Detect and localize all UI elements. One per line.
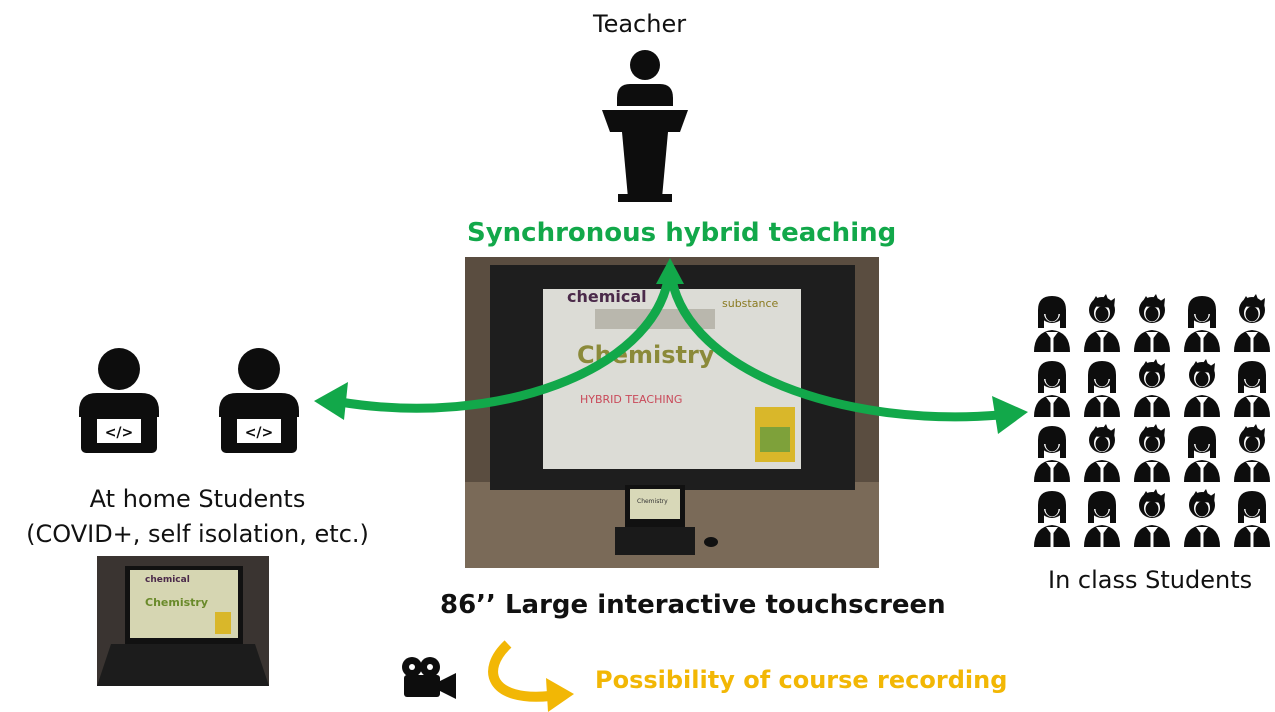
student-icon bbox=[1234, 491, 1270, 547]
student-icon bbox=[1084, 361, 1120, 417]
student-icon bbox=[1184, 426, 1220, 482]
svg-text:</>: </> bbox=[105, 425, 134, 441]
touchscreen-label: 86’’ Large interactive touchscreen bbox=[440, 590, 946, 620]
laptop-screen-chemical: chemical bbox=[145, 575, 190, 585]
student-icon bbox=[1234, 294, 1270, 352]
student-icon bbox=[1084, 491, 1120, 547]
touchscreen-photo: chemical substance Chemistry HYBRID TEAC… bbox=[465, 257, 879, 568]
svg-text:</>: </> bbox=[245, 425, 274, 441]
student-icon bbox=[1034, 361, 1070, 417]
student-icon bbox=[1234, 424, 1270, 482]
in-class-students-label: In class Students bbox=[1048, 566, 1253, 594]
movie-camera-icon bbox=[402, 657, 456, 699]
student-icon bbox=[1234, 361, 1270, 417]
student-icon bbox=[1084, 294, 1120, 352]
home-students-line1: At home Students bbox=[89, 485, 306, 513]
student-icon bbox=[1134, 489, 1170, 547]
student-icon bbox=[1084, 424, 1120, 482]
home-students-line2: (COVID+, self isolation, etc.) bbox=[26, 520, 369, 548]
arrow-origin bbox=[656, 258, 684, 284]
student-icon bbox=[1184, 359, 1220, 417]
recording-arrow-curve bbox=[488, 640, 551, 702]
student-laptop-icon: </> bbox=[219, 348, 299, 453]
hybrid-arrows bbox=[314, 258, 1028, 434]
laptop-screen-chemistry: Chemistry bbox=[145, 596, 208, 609]
recording-arrow bbox=[488, 640, 574, 712]
screen-word-chemical: chemical bbox=[567, 287, 647, 306]
in-class-students-grid bbox=[1034, 294, 1270, 547]
student-icon bbox=[1034, 426, 1070, 482]
recording-label: Possibility of course recording bbox=[595, 666, 1008, 694]
synchronous-hybrid-teaching-title: Synchronous hybrid teaching bbox=[467, 218, 897, 248]
screen-word-hybrid: HYBRID TEACHING bbox=[580, 393, 682, 406]
laptop-photo: chemical Chemistry bbox=[97, 556, 269, 686]
student-icon bbox=[1184, 489, 1220, 547]
student-icon bbox=[1034, 491, 1070, 547]
arrow-head-home bbox=[314, 382, 348, 420]
arrow-to-class bbox=[667, 279, 1001, 422]
student-icon bbox=[1134, 359, 1170, 417]
teacher-label: Teacher bbox=[593, 10, 687, 38]
student-icon bbox=[1134, 294, 1170, 352]
arrow-to-home bbox=[339, 279, 673, 413]
student-icon bbox=[1184, 296, 1220, 352]
student-icon bbox=[1134, 424, 1170, 482]
home-students-label: At home Students (COVID+, self isolation… bbox=[0, 482, 395, 552]
student-icon bbox=[1034, 296, 1070, 352]
recording-arrow-head bbox=[546, 678, 574, 712]
student-laptop-icon: </> bbox=[79, 348, 159, 453]
teacher-podium-icon bbox=[602, 50, 688, 202]
small-screen-chemistry: Chemistry bbox=[637, 498, 668, 505]
arrow-head-class bbox=[992, 396, 1028, 434]
screen-word-substance: substance bbox=[722, 297, 778, 310]
